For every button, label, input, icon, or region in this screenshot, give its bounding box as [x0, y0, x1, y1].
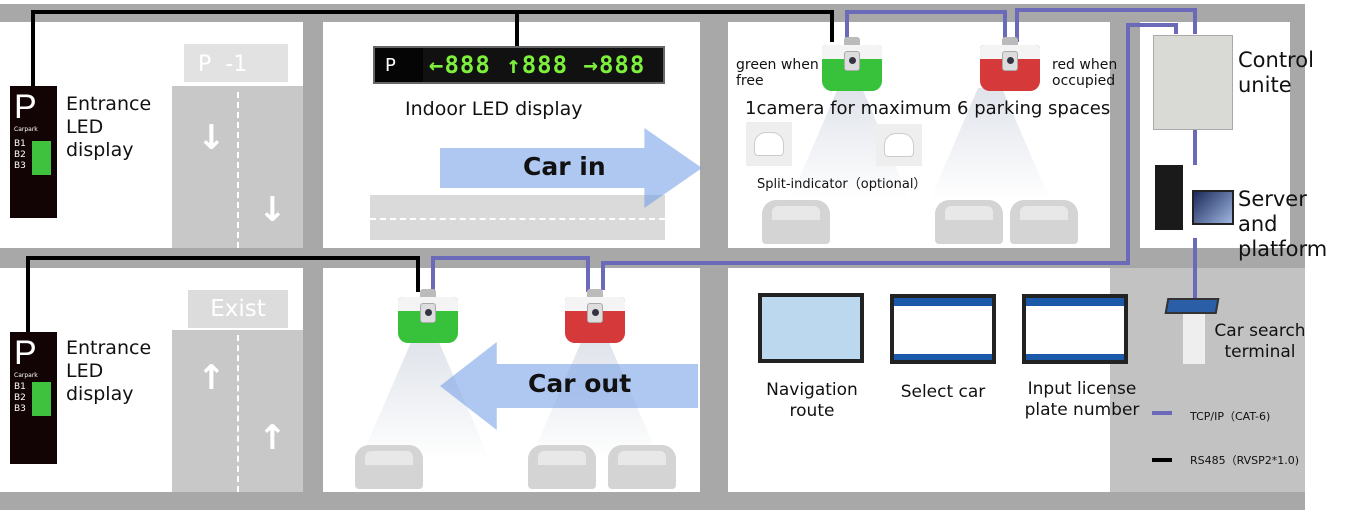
entrance-label-bottom: Entrance LED display [66, 337, 152, 405]
level-b2: B2 [14, 393, 26, 403]
control-unit-label: Control unite [1238, 48, 1314, 97]
level-b1: B1 [14, 382, 26, 392]
entrance-led-sign-top: P Carpark B1 B2 B3 [10, 86, 57, 218]
legend-tcp-label: TCP/IP（CAT-6) [1190, 410, 1271, 423]
exit-sign: Exist [188, 290, 288, 328]
pillar-far-right [1290, 22, 1305, 248]
navigation-route-label: Navigation route [766, 380, 858, 421]
car-icon [935, 200, 1003, 244]
camera-capacity-note: 1camera for maximum 6 parking spaces [745, 98, 1111, 119]
server-label: Server and platform [1238, 187, 1328, 261]
level-b2: B2 [14, 150, 26, 160]
camera-red-bottom [565, 289, 625, 343]
tcp-line [431, 256, 590, 292]
pillar-right [1110, 22, 1140, 248]
car-icon [1010, 200, 1078, 244]
lane-sign-level: -1 [225, 52, 248, 77]
sign-sub: Carpark [14, 126, 38, 133]
indoor-led-display: P ←888 ↑888 →888 [373, 46, 665, 84]
input-plate-screen [1022, 294, 1128, 364]
lane-divider [237, 335, 239, 492]
car-in-label: Car in [523, 152, 606, 181]
sign-sub: Carpark [14, 372, 38, 379]
terminal-stand [1183, 314, 1205, 364]
entrance-led-sign-bottom: P Carpark B1 B2 B3 [10, 332, 57, 464]
camera-lens-icon [1002, 51, 1018, 71]
led-p: P [375, 48, 423, 82]
car-search-terminal-icon [1164, 298, 1220, 314]
green-free-note: green when free [736, 57, 819, 89]
red-occupied-note: red when occupied [1052, 57, 1118, 89]
road-intersection [370, 195, 665, 240]
arrow-up-icon: ↑ [197, 358, 226, 398]
server-icon [1155, 165, 1183, 230]
terminal-label: Car search terminal [1214, 321, 1306, 362]
camera-green-bottom [398, 289, 458, 343]
select-car-screen [890, 294, 996, 364]
car-icon [355, 445, 423, 489]
camera-green-top [822, 37, 882, 91]
split-indicator-icon [746, 122, 792, 166]
led-straight-count: ↑888 [506, 51, 569, 79]
arrow-up-icon: ↑ [258, 418, 287, 458]
tcp-line [845, 10, 1007, 42]
car-out-label: Car out [528, 369, 632, 398]
lane-sign-p: P [198, 52, 212, 77]
level-count-display [32, 141, 51, 175]
split-indicator-icon [876, 124, 922, 166]
legend-tcp-swatch [1152, 411, 1172, 415]
select-car-label: Select car [900, 382, 986, 402]
sign-letter: P [14, 334, 37, 372]
exit-sign-text: Exist [210, 296, 266, 322]
lane-sign-top: P -1 [184, 44, 288, 82]
indoor-led-label: Indoor LED display [405, 98, 583, 120]
led-right-count: →888 [583, 51, 646, 79]
road-marking [370, 218, 665, 220]
car-icon [762, 200, 830, 244]
arrow-down-icon: ↓ [258, 190, 287, 230]
rs485-line [31, 10, 834, 90]
camera-red-top [980, 37, 1040, 91]
camera-lens-icon [844, 51, 860, 71]
legend-rs485-label: RS485（RVSP2*1.0) [1190, 454, 1300, 467]
level-b3: B3 [14, 404, 26, 414]
rs485-line [26, 256, 420, 335]
level-count-display [32, 382, 51, 416]
led-left-count: ←888 [429, 51, 491, 79]
sign-letter: P [14, 88, 37, 126]
arrow-down-icon: ↓ [197, 118, 226, 158]
lane-divider [237, 92, 239, 248]
car-icon [608, 445, 676, 489]
input-plate-label: Input license plate number [1024, 379, 1140, 420]
control-unit-icon [1153, 35, 1233, 130]
tcp-line [1015, 8, 1197, 42]
level-b1: B1 [14, 139, 26, 149]
camera-lens-icon [420, 303, 436, 323]
camera-lens-icon [587, 303, 603, 323]
car-icon [528, 445, 596, 489]
level-b3: B3 [14, 161, 26, 171]
navigation-screen [758, 293, 864, 363]
legend-rs485-swatch [1152, 458, 1172, 462]
bottom-beam [0, 492, 1305, 510]
pillar-mid [700, 22, 728, 492]
tcp-line [601, 23, 1178, 290]
monitor-icon [1192, 190, 1234, 225]
split-indicator-note: Split-indicator（optional） [757, 177, 927, 192]
entrance-label-top: Entrance LED display [66, 93, 152, 161]
